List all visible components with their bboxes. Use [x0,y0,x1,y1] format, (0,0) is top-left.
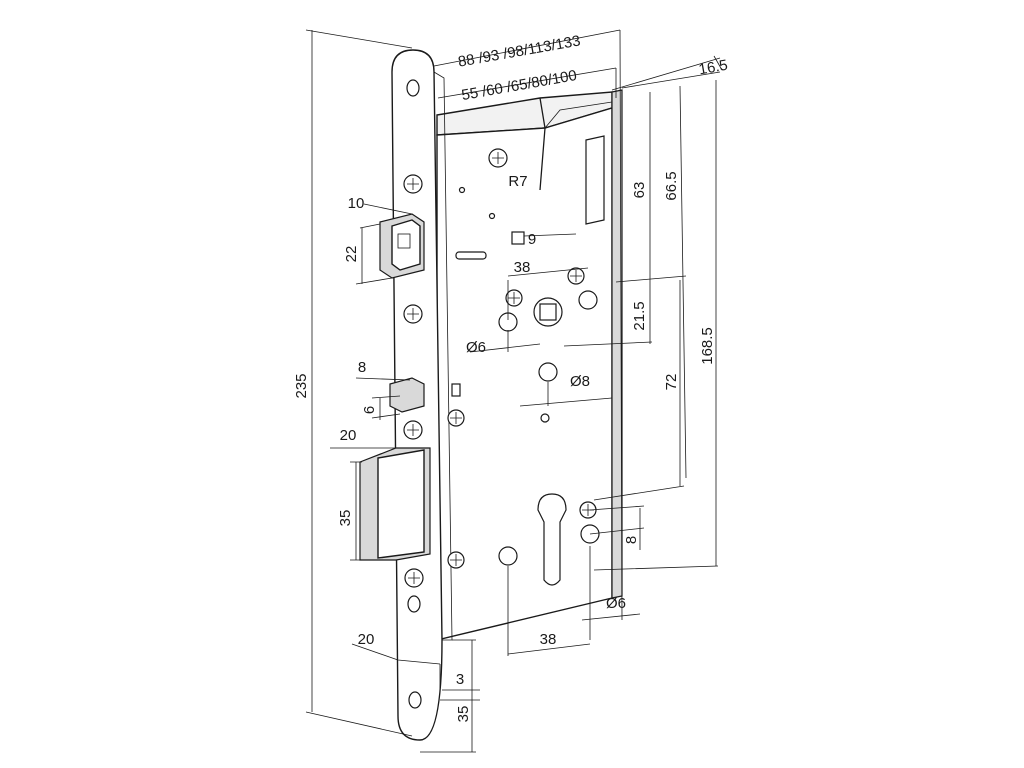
dim-deadlatch-width: 8 [358,359,366,376]
dim-lower-hole-spacing: 38 [540,631,557,648]
dim-lower-hole-dia: Ø6 [606,595,626,612]
dim-hole-span: 168.5 [699,327,716,365]
dim-radius: R7 [508,173,527,190]
dim-backset-total: 88 /93 /98/113/133 [457,32,582,70]
dim-bolt-projection: 20 [340,427,357,444]
deadbolt [359,447,431,561]
dim-face-length: 235 [293,373,310,398]
dim-plate-thickness: 3 [456,671,464,688]
dim-spindle-to-hole: 21.5 [631,301,648,330]
cylinder-hole [537,493,567,586]
dimension-lines [305,29,723,753]
dim-bolt-height: 35 [337,510,354,527]
dim-latch-height: 22 [343,246,360,263]
dim-bottom-offset: 35 [455,706,472,723]
dim-deadlatch-height: 6 [361,406,378,414]
dim-plate-offset: 16.5 [697,57,729,79]
dim-cylinder-offset: 8 [623,536,640,544]
dim-to-top-hole: 66.5 [663,171,680,200]
dim-spindle-size: 9 [528,231,536,248]
dim-latch-width: 10 [348,195,365,212]
dim-bottom-projection: 20 [358,631,375,648]
bottom-mounting-hole [408,691,422,709]
case-features [447,135,605,586]
dim-to-spindle: 63 [631,182,648,199]
face-screws [403,174,424,613]
deadlatch [389,377,425,413]
dim-handle-hole-spacing: 38 [514,259,531,276]
dim-spindle-to-cylinder: 72 [663,374,680,391]
latch [379,213,425,279]
dim-cylinder-hole-dia: Ø8 [570,373,590,390]
lock-case [436,89,623,641]
dim-handle-hole-dia: Ø6 [466,339,486,356]
top-mounting-hole [406,79,420,97]
